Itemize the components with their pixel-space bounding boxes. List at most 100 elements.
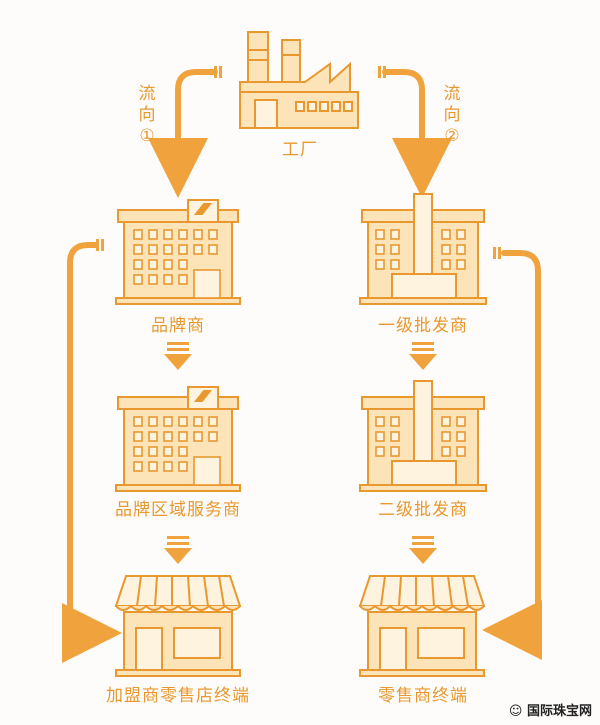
franchise-store-icon — [114, 575, 242, 677]
window — [456, 446, 466, 457]
window — [163, 244, 173, 255]
window — [178, 229, 188, 240]
window — [148, 461, 158, 472]
flow-left-char-3: ① — [139, 126, 155, 146]
window — [148, 244, 158, 255]
window — [208, 416, 218, 427]
right-side-arrow — [482, 250, 542, 660]
retail-label: 零售商终端 — [378, 686, 468, 706]
window — [148, 229, 158, 240]
window — [390, 416, 400, 427]
factory-label: 工厂 — [282, 140, 318, 160]
window — [193, 416, 203, 427]
window — [163, 431, 173, 442]
window — [163, 259, 173, 270]
window — [133, 446, 143, 457]
window — [375, 431, 385, 442]
down-arrow-right-1 — [409, 342, 437, 370]
window — [133, 259, 143, 270]
wholesale2-label: 二级批发商 — [378, 500, 468, 520]
window — [193, 244, 203, 255]
franchise-label: 加盟商零售店终端 — [106, 686, 250, 706]
window — [133, 244, 143, 255]
regional-label: 品牌区域服务商 — [115, 500, 241, 520]
down-arrow-left-1 — [164, 342, 192, 370]
window — [375, 259, 385, 270]
left-side-arrow — [62, 242, 122, 663]
window — [441, 416, 451, 427]
window — [178, 416, 188, 427]
right-side-arrow-ticks — [493, 247, 501, 259]
left-side-arrow-ticks — [96, 239, 104, 251]
window — [375, 446, 385, 457]
window — [148, 431, 158, 442]
window — [178, 244, 188, 255]
window — [375, 229, 385, 240]
brand-label: 品牌商 — [151, 316, 205, 336]
window — [133, 274, 143, 285]
window — [148, 446, 158, 457]
window — [178, 446, 188, 457]
wholesale1-label: 一级批发商 — [378, 316, 468, 336]
flow-left-char-1: 流 — [138, 84, 156, 104]
window — [390, 229, 400, 240]
window — [148, 416, 158, 427]
window — [163, 229, 173, 240]
window — [456, 259, 466, 270]
window — [178, 431, 188, 442]
window — [133, 461, 143, 472]
watermark: ☺ 国际珠宝网 — [509, 700, 592, 719]
flow-arrow-right-ticks — [378, 66, 386, 78]
flow-right-char-3: ② — [444, 126, 460, 146]
window — [163, 446, 173, 457]
door — [193, 456, 221, 486]
flow-right-char-1: 流 — [443, 84, 461, 104]
flow-label-left: 流 向 ① — [136, 84, 158, 147]
window — [390, 259, 400, 270]
window — [133, 416, 143, 427]
window — [441, 446, 451, 457]
window — [441, 229, 451, 240]
down-arrow-right-2 — [409, 536, 437, 564]
window — [208, 244, 218, 255]
flow-arrow-right — [382, 69, 452, 198]
window — [390, 446, 400, 457]
flow-label-right: 流 向 ② — [441, 84, 463, 147]
window — [456, 416, 466, 427]
window — [441, 244, 451, 255]
window — [456, 244, 466, 255]
window — [390, 431, 400, 442]
window — [178, 461, 188, 472]
window — [163, 461, 173, 472]
window — [390, 244, 400, 255]
watermark-icon: ☺ — [508, 704, 527, 719]
down-arrow-left-2 — [164, 536, 192, 564]
flow-left-char-2: 向 — [138, 105, 156, 125]
factory-icon — [239, 31, 359, 129]
window — [148, 259, 158, 270]
watermark-text: 国际珠宝网 — [526, 704, 592, 719]
window — [148, 274, 158, 285]
window — [441, 259, 451, 270]
window — [375, 416, 385, 427]
window — [208, 229, 218, 240]
window — [133, 431, 143, 442]
flow-right-char-2: 向 — [443, 105, 461, 125]
window — [375, 244, 385, 255]
window — [178, 274, 188, 285]
window — [193, 229, 203, 240]
window — [163, 274, 173, 285]
window — [163, 416, 173, 427]
window — [441, 431, 451, 442]
window — [133, 229, 143, 240]
window — [208, 431, 218, 442]
flow-arrow-left-ticks — [214, 66, 222, 78]
window — [178, 259, 188, 270]
retail-store-icon — [358, 575, 486, 677]
door — [193, 269, 221, 299]
window — [193, 431, 203, 442]
flow-arrow-left — [148, 69, 218, 198]
window — [456, 229, 466, 240]
building-windows — [133, 229, 466, 486]
